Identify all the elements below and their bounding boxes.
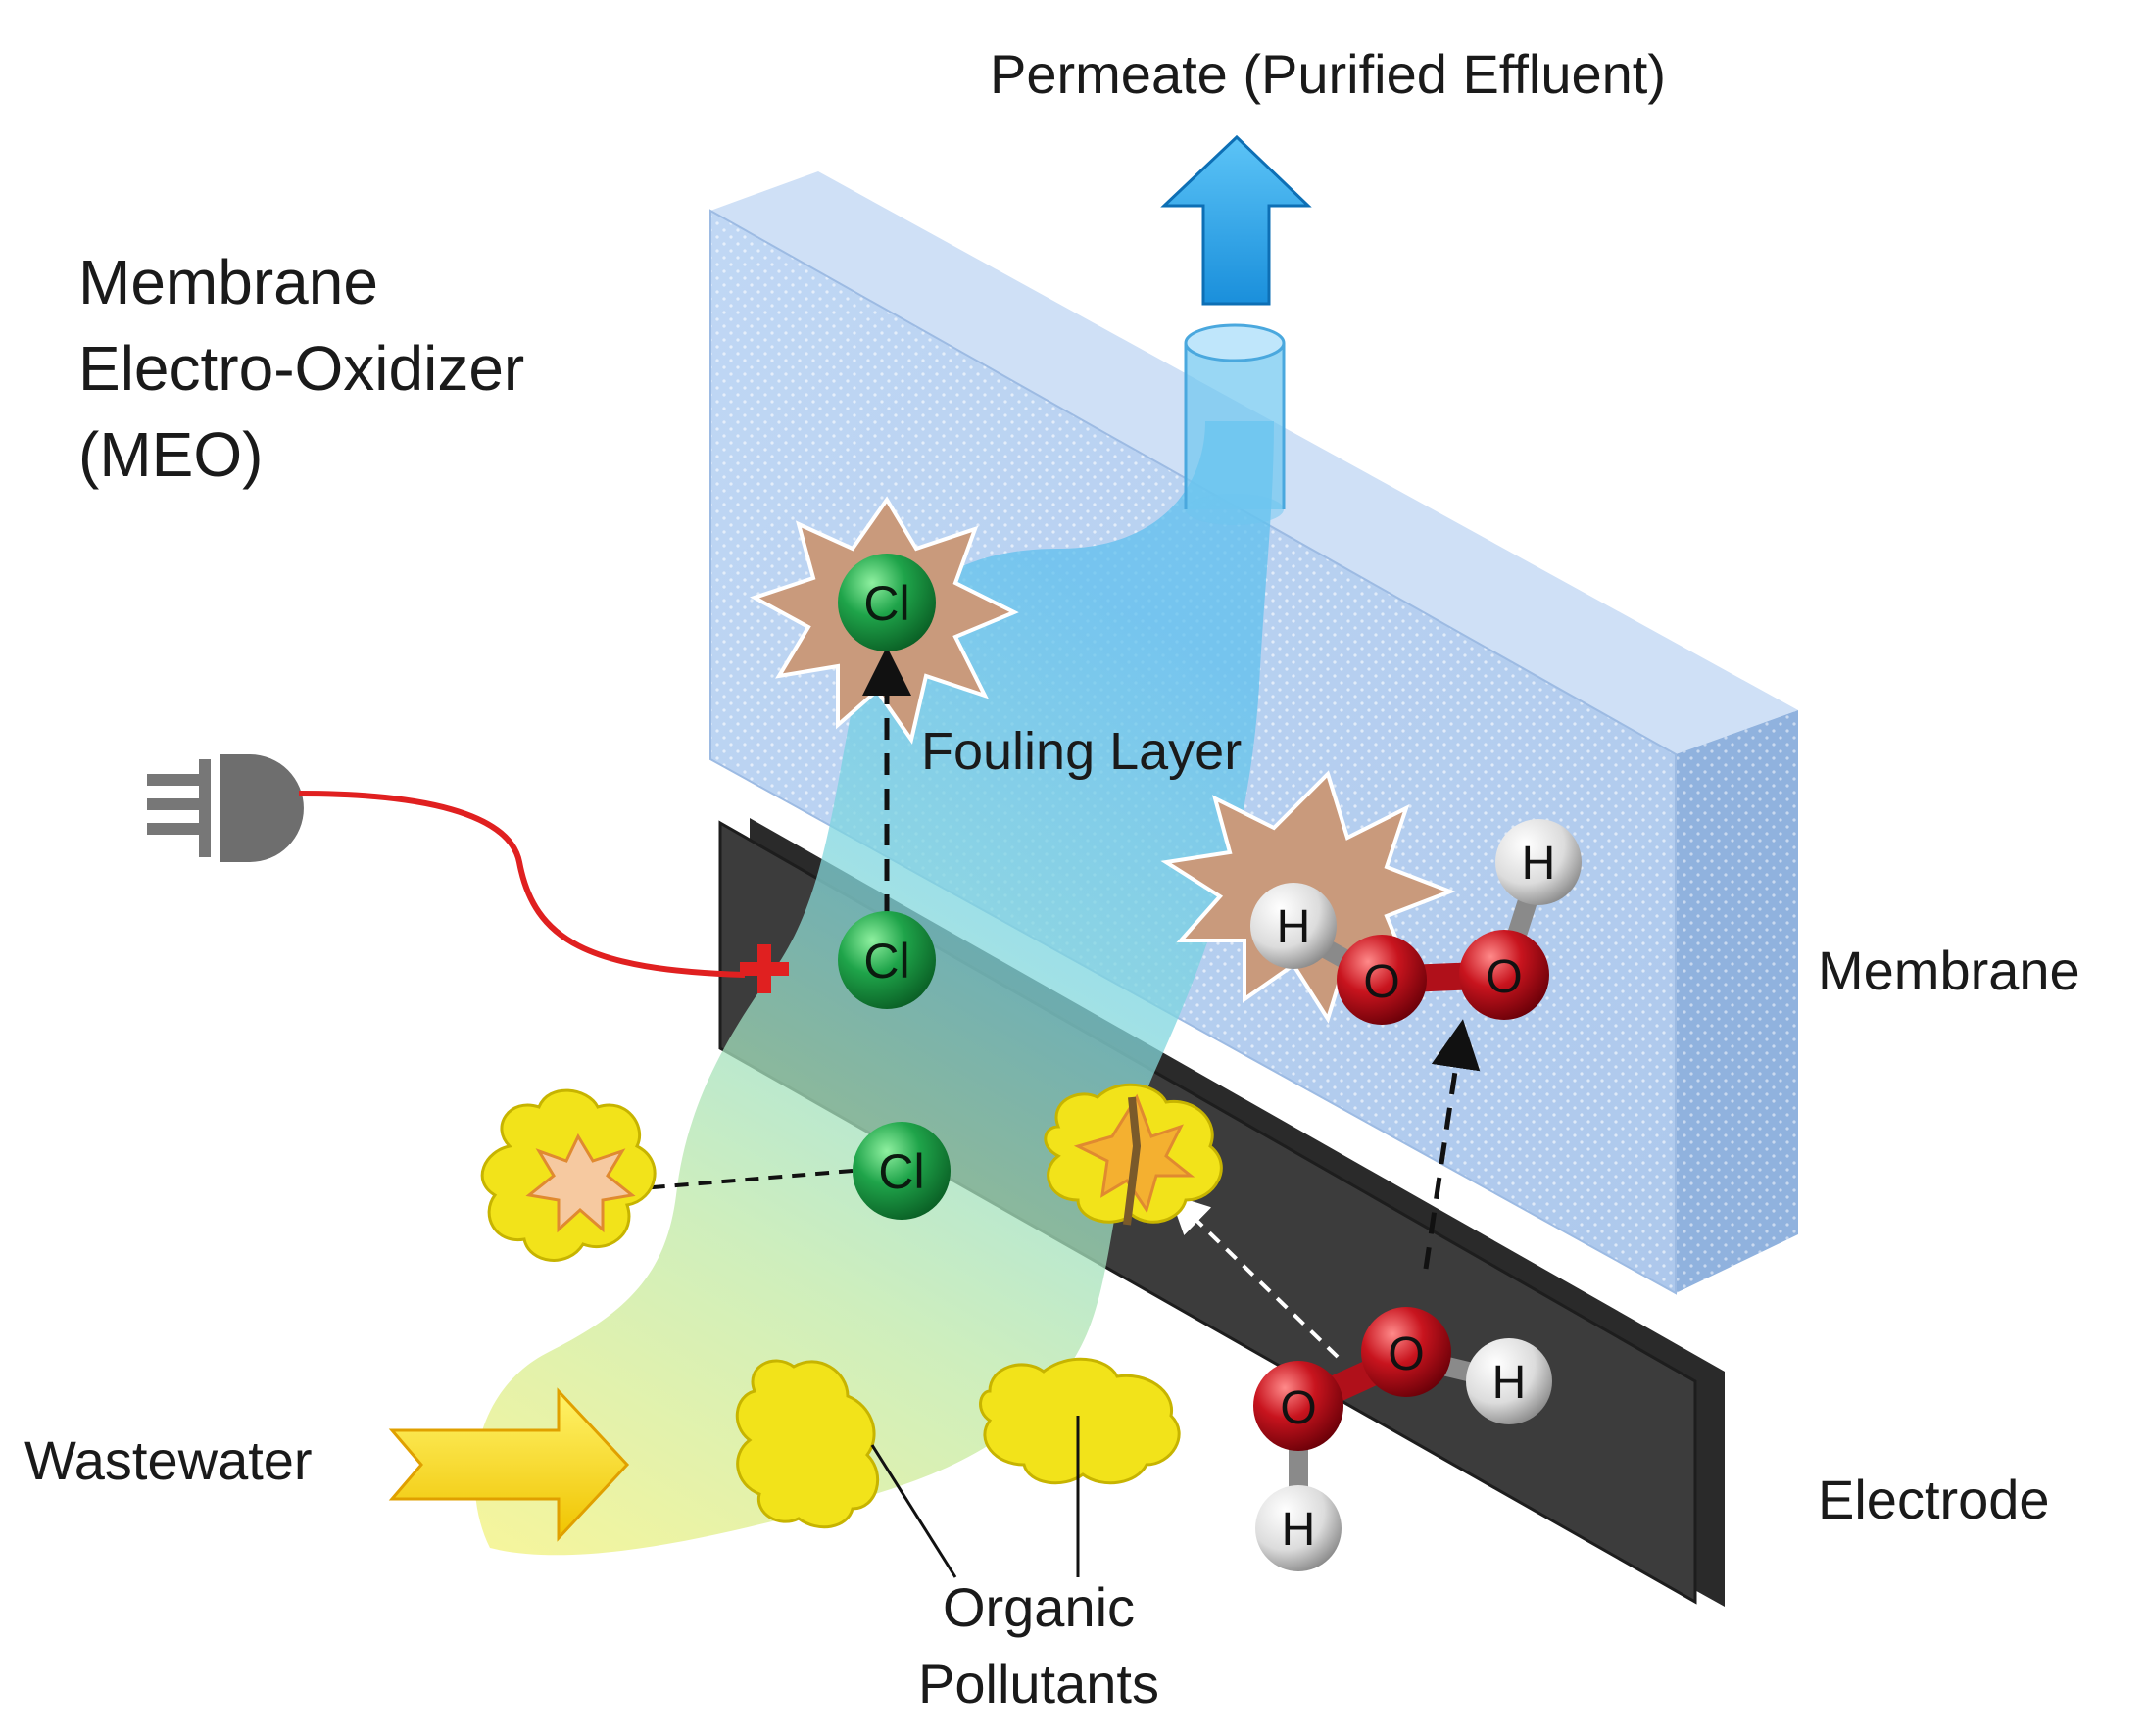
wastewater-arrow [388,1387,630,1542]
permeate-label: Permeate (Purified Effluent) [990,43,1666,105]
svg-text:O: O [1388,1328,1424,1380]
svg-text:H: H [1522,838,1556,890]
svg-text:O: O [1486,951,1522,1003]
chlorine-atom-bottom: Cl [853,1122,951,1220]
arrow-peroxide-left [1169,1193,1340,1359]
electrode-label: Electrode [1818,1469,2050,1530]
hydrogen-peroxide-lower: O O H H [1253,1307,1552,1571]
svg-text:H: H [1277,901,1311,953]
wastewater-label: Wastewater [24,1429,313,1491]
chlorine-atom-top: Cl [838,554,936,651]
meo-title-line3: (MEO) [78,419,263,490]
pollutant-blob-cracked [1044,1083,1223,1226]
svg-text:Cl: Cl [863,576,909,631]
leader-line-pollutant-1 [870,1444,957,1578]
pollutant-blob-bottom-left [735,1359,880,1529]
pollutant-blob-left [480,1088,657,1262]
pollutant-blob-bottom-right [979,1357,1181,1485]
organic-pollutants-label-line1: Organic [943,1576,1135,1638]
meo-title-line2: Electro-Oxidizer [78,333,524,404]
svg-text:H: H [1282,1504,1316,1556]
svg-text:Cl: Cl [878,1144,924,1199]
svg-text:O: O [1363,956,1399,1008]
chlorine-atom-middle: Cl [838,911,936,1009]
meo-title-line1: Membrane [78,247,378,317]
permeate-pipe [1184,323,1286,525]
svg-text:O: O [1280,1382,1316,1434]
positive-terminal-icon [740,944,789,993]
hydrogen-peroxide-upper: H O O H [1250,819,1582,1025]
organic-pollutants-label-line2: Pollutants [918,1653,1159,1714]
arrow-peroxide-up [1423,1019,1481,1270]
fouling-layer-label: Fouling Layer [921,722,1242,781]
membrane-label: Membrane [1818,940,2080,1001]
power-plug-icon [147,754,304,862]
power-wire [298,791,746,978]
svg-text:Cl: Cl [863,934,909,989]
permeate-arrow [1160,134,1312,306]
svg-text:H: H [1492,1357,1527,1409]
